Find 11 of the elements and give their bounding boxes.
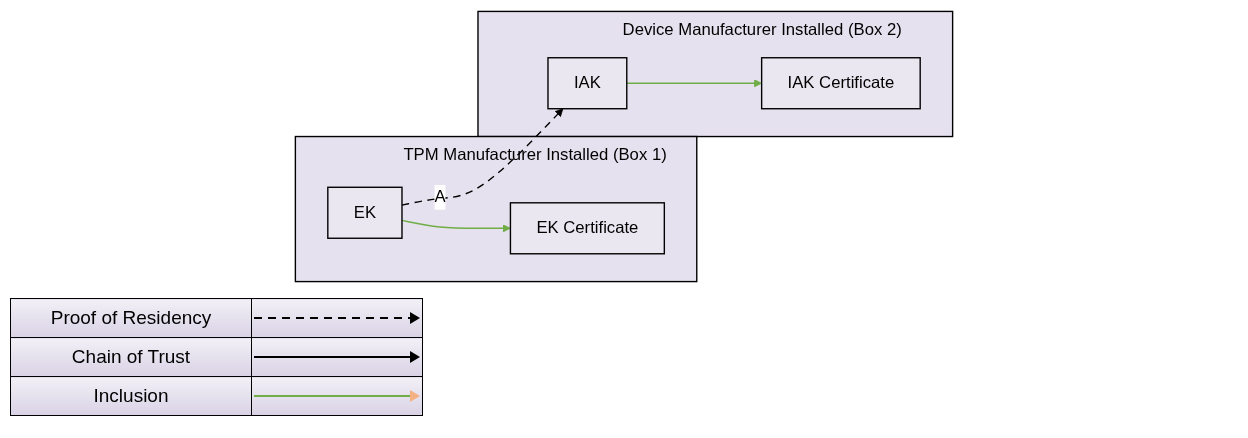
node-box: IAK Certificate (760, 57, 921, 110)
arrow (401, 219, 511, 233)
legend-label: Chain of Trust (71, 346, 191, 367)
node-box: EK (327, 186, 403, 239)
node-box: IAK (547, 57, 628, 110)
arrow (401, 108, 564, 206)
legend-label: Proof of Residency (50, 307, 212, 328)
node-box: EK Certificate (509, 202, 666, 255)
legend-label: Inclusion (93, 385, 169, 406)
edge-label: A (434, 187, 446, 207)
arrow (626, 79, 762, 88)
